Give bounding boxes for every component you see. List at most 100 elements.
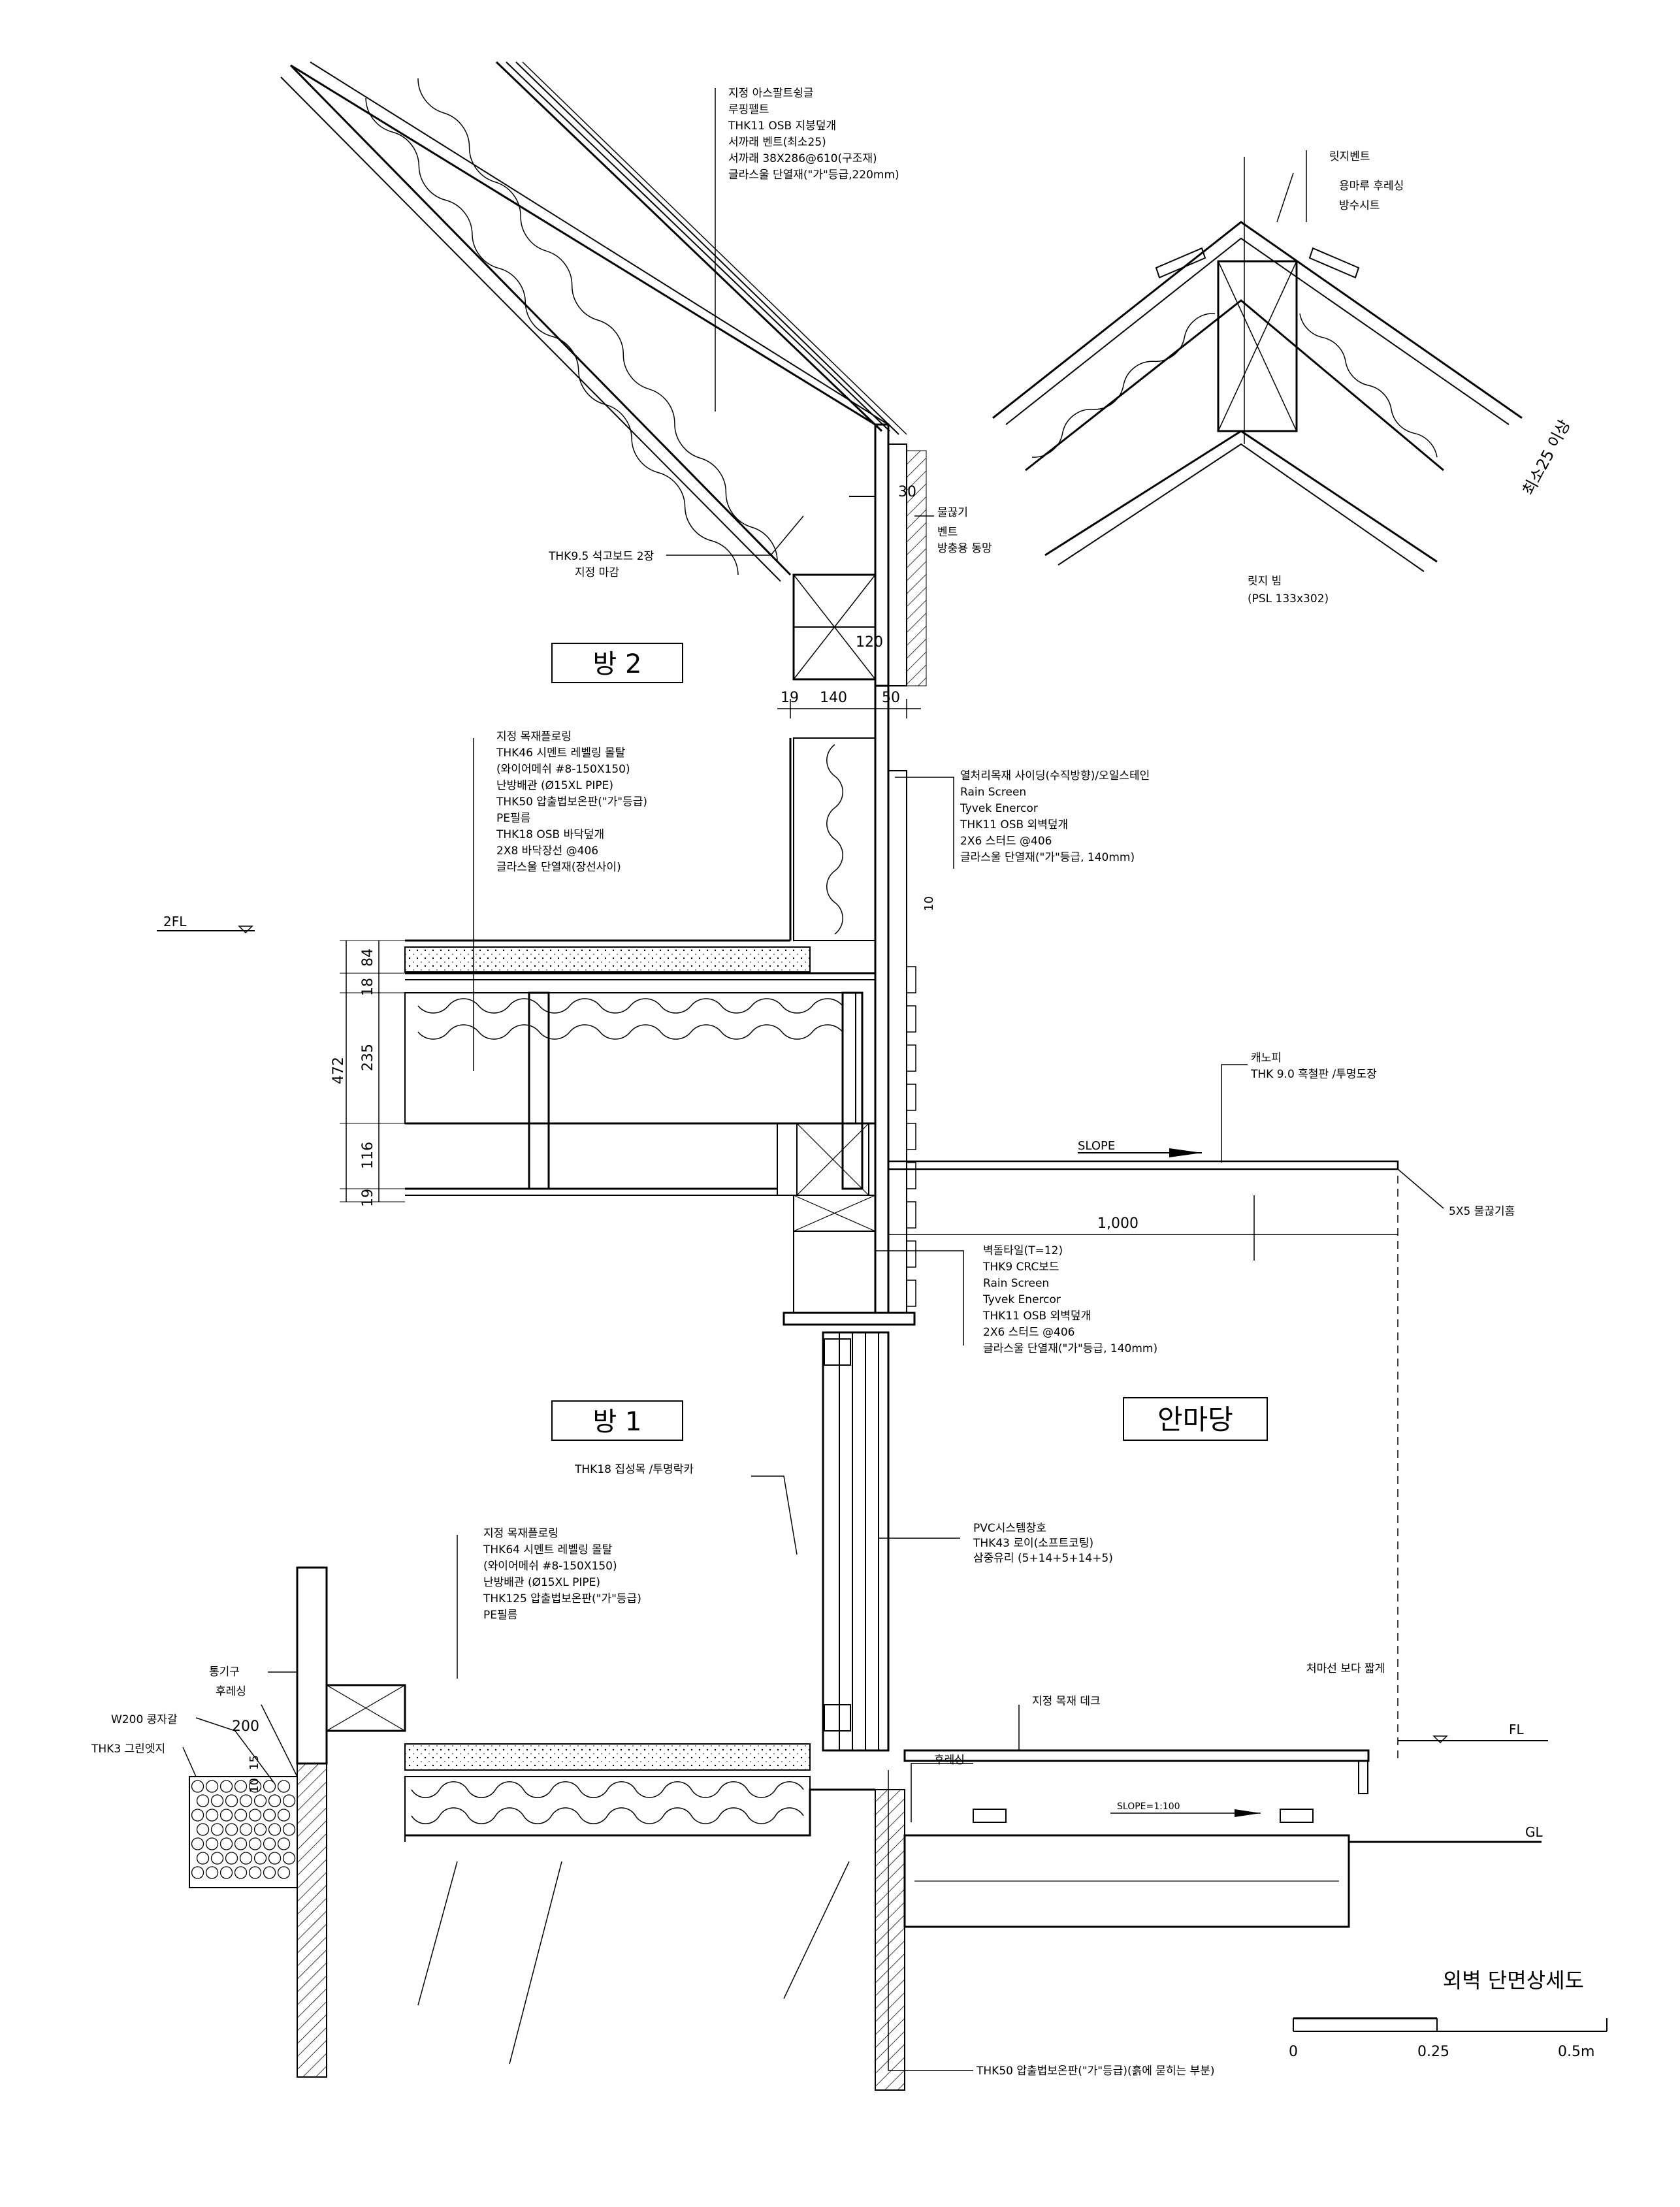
level-fl: FL [1509,1722,1525,1737]
eave-note: 방충용 동망 [937,542,992,555]
gravel-stone [191,1837,204,1850]
ridge-dim: 최소25 이상 [1519,417,1574,498]
canopy [887,1148,1399,1764]
floor1-note: 난방배관 (Ø15XL PIPE) [483,1576,600,1589]
lower-wall-note: 2X6 스터드 @406 [983,1326,1074,1339]
canopy-note: 캐노피 [1251,1052,1282,1065]
ceiling-notes: THK9.5 석고보드 2장 지정 마감 [548,550,654,579]
roof-notes: 지정 아스팔트슁글 루핑펠트 THK11 OSB 지붕덮개 서까래 벤트(최소2… [728,87,899,182]
dim-235: 235 [360,1044,376,1071]
wall-dims: 30 120 19 140 50 10 [781,484,936,911]
lower-wall-note: THK11 OSB 외벽덮개 [982,1310,1091,1323]
dim-200: 200 [232,1718,259,1735]
gravel-stone [225,1794,238,1807]
ridge-beam-note: (PSL 133x302) [1248,592,1329,605]
room2-label: 방 2 [593,649,642,679]
gravel-stone [234,1866,248,1879]
siding-batten [906,1005,916,1033]
gravel-stone [239,1852,253,1865]
ridge-insulation-right [1299,313,1438,458]
gravel-stone [234,1780,248,1793]
level-labels: 2FL FL GL [163,914,1543,1840]
ridge-note: 방수시트 [1339,199,1380,212]
foundation-note: THK50 압출법보온판("가"등급)(흙에 묻히는 부분) [976,2065,1215,2078]
gravel-stone [191,1866,204,1879]
siding-batten [906,1162,916,1189]
ground-floor-assembly [189,1566,905,2091]
upper-wall-note: Tyvek Enercor [960,802,1038,815]
eave-note: 물끊기 [937,506,968,519]
roof-note: THK11 OSB 지붕덮개 [728,120,836,133]
insulation-loop [411,1781,804,1798]
gravel-note: W200 콩자갈 [111,1713,178,1726]
vent-note: 통기구 [209,1666,240,1679]
room-labels: 방 2 방 1 안마당 [551,643,1268,1441]
gravel-stone [205,1809,219,1822]
room1-label: 방 1 [593,1407,642,1437]
lower-wall-notes: 벽돌타일(T=12) THK9 CRC보드 Rain Screen Tyvek … [982,1244,1157,1355]
upper-wall-note: 글라스울 단열재("가"등급, 140mm) [960,851,1135,864]
insulation-loop [1031,313,1216,458]
gravel-stone [205,1837,219,1850]
lower-wall-note: Tyvek Enercor [982,1293,1061,1306]
left-notes: 통기구 후레싱 W200 콩자갈 THK3 그린엣지 200 10 15 [91,1666,261,1793]
dim-19: 19 [781,690,799,706]
gravel-stone [196,1823,210,1836]
deck-notes: 지정 목재 데크 후레싱 SLOPE=1:100 처마선 보다 짧게 THK50… [934,1662,1385,2078]
siding-batten [906,1280,916,1307]
second-floor-assembly [404,685,916,1314]
window-note: PVC시스템창호 [973,1522,1046,1535]
ridge-note: 릿지벤트 [1329,150,1370,163]
gravel-stone [277,1809,291,1822]
lower-wall-note: 글라스울 단열재("가"등급, 140mm) [983,1342,1157,1355]
gravel-stone [263,1837,276,1850]
gravel-stone [210,1852,224,1865]
gravel-stone [282,1852,296,1865]
gravel-stone [234,1837,248,1850]
lower-wall-note: 벽돌타일(T=12) [983,1244,1063,1257]
gravel-stone [268,1794,282,1807]
upper-wall-notes: 열처리목재 사이딩(수직방향)/오일스테인 Rain Screen Tyvek … [960,769,1150,864]
siding-battens [906,966,916,1307]
siding-batten [906,1240,916,1268]
dim-140: 140 [820,690,847,706]
upper-wall-insulation [826,744,843,935]
leader-lines [182,88,1444,2071]
lower-wall-note: THK9 CRC보드 [982,1261,1059,1274]
floor2-note: THK50 압출법보온판("가"등급) [496,796,647,809]
canopy-dim: 1,000 [1097,1216,1139,1232]
gravel-stone [196,1852,210,1865]
flashing-note: 후레싱 [216,1685,246,1698]
dim-10: 10 [922,896,936,911]
siding-batten [906,1084,916,1111]
ridge-note: 용마루 후레싱 [1339,180,1404,193]
dim-84: 84 [360,948,376,967]
lower-wall-window [783,1195,916,1752]
gravel-stone [225,1823,238,1836]
gravel-stone [239,1794,253,1807]
gravel-stone [219,1780,233,1793]
floor1-notes: 지정 목재플로링 THK64 시멘트 레벨링 몰탈 (와이어메쉬 #8-150X… [483,1527,641,1622]
floor2-note: 지정 목재플로링 [496,730,572,743]
deck-note: 지정 목재 데크 [1032,1695,1101,1708]
dim-19b: 19 [360,1189,376,1207]
floor1-note: PE필름 [483,1609,517,1622]
dim-10-left: 10 [248,1778,261,1793]
scale-label-025: 0.25 [1417,2044,1449,2060]
roof-insulation [365,78,778,575]
gravel-stone [268,1852,282,1865]
gravel-stone [263,1809,276,1822]
floor2-note: THK18 OSB 바닥덮개 [496,828,604,841]
gravel-stone [282,1794,296,1807]
gravel-stone [191,1780,204,1793]
gravel-stone [268,1823,282,1836]
siding-batten [906,1044,916,1072]
gravel-stone [277,1866,291,1879]
scale-label-05: 0.5m [1558,2044,1594,2060]
roof-note: 글라스울 단열재("가"등급,220mm) [728,169,899,182]
gravel-stone [248,1837,262,1850]
dimension-lines [340,699,921,1202]
level-2fl: 2FL [163,914,187,929]
floor2-note: PE필름 [496,812,530,825]
